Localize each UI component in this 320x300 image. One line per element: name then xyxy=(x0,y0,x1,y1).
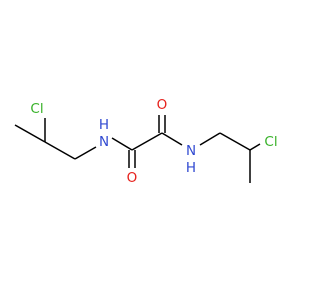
bond-ch2-n-left xyxy=(74,146,97,160)
bond-ch-ch2-left xyxy=(44,141,76,160)
atom-h-right: H xyxy=(186,160,196,176)
atom-h-left: H xyxy=(99,117,109,133)
bond-n-ch2-right xyxy=(199,132,221,146)
bond-n-c-left xyxy=(111,137,133,151)
atom-n-right: N xyxy=(186,143,196,159)
bond-c-n-right xyxy=(161,132,183,146)
atom-o-bottom: O xyxy=(127,170,138,186)
atom-n-left: N xyxy=(99,134,109,150)
bonds xyxy=(14,115,261,183)
bond-methyl-left xyxy=(14,124,46,143)
bond-c-c-center xyxy=(131,132,163,151)
atom-cl-left: Cl xyxy=(30,101,43,117)
atom-labels: Cl H N O O N H Cl xyxy=(30,97,277,186)
molecule-structure: Cl H N O O N H Cl xyxy=(14,97,278,186)
bond-c-cl-right xyxy=(249,143,261,151)
atom-cl-right: Cl xyxy=(264,134,277,150)
bond-ch2-ch-right xyxy=(219,132,251,151)
atom-o-top: O xyxy=(157,97,168,113)
